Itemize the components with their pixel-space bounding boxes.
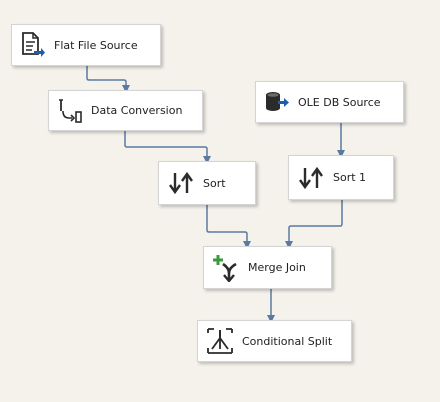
sort-1-node[interactable]: Sort 1 [288, 155, 394, 200]
conditional-split-label: Conditional Split [242, 334, 333, 348]
conditional-split-icon [206, 327, 234, 355]
conditional-split-node[interactable]: Conditional Split [197, 320, 352, 362]
connector-data-conversion-to-sort[interactable] [124, 131, 211, 164]
sort-1-icon [297, 164, 325, 192]
merge-join-icon [212, 254, 240, 282]
merge-join-label: Merge Join [248, 261, 306, 274]
sort-icon [167, 169, 195, 197]
ole-db-source-label: OLE DB Source [298, 95, 381, 109]
flat-file-source-label: Flat File Source [54, 38, 138, 52]
flat-file-source-node[interactable]: Flat File Source [11, 24, 161, 66]
sort-1-label: Sort 1 [333, 171, 367, 184]
data-conversion-icon [57, 97, 83, 125]
connector-flat-file-to-data-conversion[interactable] [86, 66, 130, 93]
sort-label: Sort [203, 176, 226, 190]
connector-sort-1-to-merge-join[interactable] [285, 200, 343, 249]
merge-join-node[interactable]: Merge Join [203, 246, 332, 289]
connector-sort-to-merge-join[interactable] [206, 205, 251, 249]
flat-file-source-icon [20, 31, 46, 59]
ole-db-source-node[interactable]: OLE DB Source [255, 81, 404, 123]
data-conversion-node[interactable]: Data Conversion [48, 90, 203, 131]
data-conversion-label: Data Conversion [91, 104, 183, 117]
ole-db-source-icon [264, 88, 290, 116]
sort-node[interactable]: Sort [158, 161, 256, 205]
